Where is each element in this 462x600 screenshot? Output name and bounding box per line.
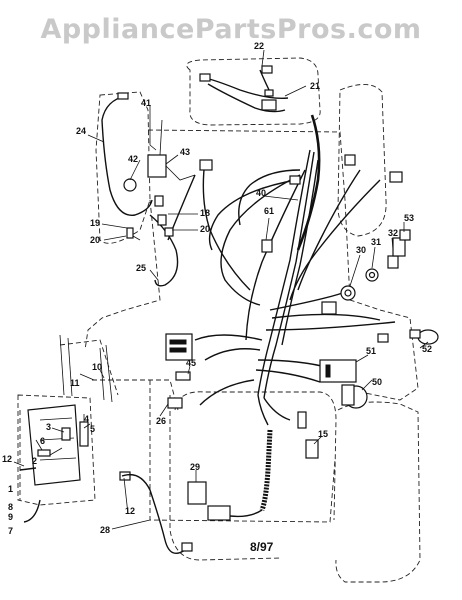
callout-12-left: 12 — [2, 454, 12, 464]
callout-5: 5 — [90, 424, 95, 434]
callout-11: 11 — [70, 378, 80, 388]
callout-1: 1 — [8, 484, 13, 494]
headlight-harness — [199, 65, 289, 113]
leader-lines — [13, 49, 429, 530]
callout-32: 32 — [388, 228, 398, 238]
center-components — [165, 154, 403, 521]
callout-10: 10 — [92, 362, 102, 372]
callout-30: 30 — [356, 245, 366, 255]
diagram-code: 8/97 — [250, 540, 274, 554]
callout-2: 2 — [32, 456, 37, 466]
tube-40 — [296, 114, 321, 251]
callout-40: 40 — [256, 188, 266, 198]
callout-18: 18 — [200, 208, 210, 218]
callout-20-right: 20 — [200, 224, 210, 234]
callout-24: 24 — [76, 126, 86, 136]
callout-22: 22 — [254, 41, 264, 51]
callout-28: 28 — [100, 525, 110, 535]
callout-51: 51 — [366, 346, 376, 356]
callout-12-lower: 12 — [125, 506, 135, 516]
callout-50: 50 — [372, 377, 382, 387]
callout-41: 41 — [141, 98, 151, 108]
callout-20-left: 20 — [90, 235, 100, 245]
wire-24 — [101, 95, 153, 216]
callout-15: 15 — [318, 429, 328, 439]
coil-lower — [259, 429, 273, 511]
main-harness — [167, 149, 396, 426]
callout-19: 19 — [90, 218, 100, 228]
callout-26: 26 — [156, 416, 166, 426]
callout-4: 4 — [84, 414, 89, 424]
callout-45: 45 — [186, 358, 196, 368]
wire-28 — [121, 473, 186, 554]
callout-31: 31 — [371, 237, 381, 247]
callout-7: 7 — [8, 526, 13, 536]
callout-8: 8 — [8, 502, 13, 512]
callout-43: 43 — [180, 147, 190, 157]
battery-area — [19, 334, 193, 554]
callout-6: 6 — [40, 436, 45, 446]
callout-61: 61 — [264, 206, 274, 216]
callout-42: 42 — [128, 154, 138, 164]
callout-29: 29 — [190, 462, 200, 472]
callout-25: 25 — [136, 263, 146, 273]
callout-9: 9 — [8, 512, 13, 522]
switch-assembly — [123, 112, 196, 241]
callout-3: 3 — [46, 422, 51, 432]
callout-labels: 22 21 24 41 42 43 19 20 18 20 25 40 61 3… — [2, 41, 432, 536]
callout-21: 21 — [310, 81, 320, 91]
callout-52: 52 — [422, 344, 432, 354]
tractor-outline — [17, 57, 421, 583]
watermark: AppliancePartsPros.com — [40, 14, 422, 45]
callout-53: 53 — [404, 213, 414, 223]
right-components — [319, 229, 439, 409]
